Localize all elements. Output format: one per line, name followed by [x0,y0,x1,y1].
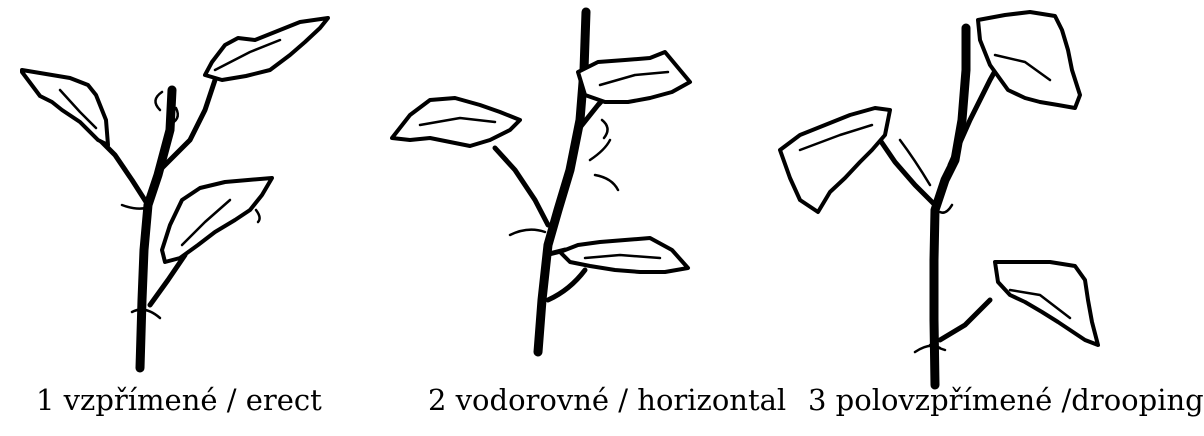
plant-drooping-drawing [778,10,1100,390]
caption-erect: 1 vzpřímené / erect [36,383,322,417]
caption-horizontal: 2 vodorovné / horizontal [428,383,787,417]
leaf-left-horizontal [390,96,522,148]
plant-erect-drawing [20,16,330,373]
leaf-upper-right-horizontal [576,50,692,104]
leaf-upper-left-erect [20,68,110,147]
plant-horizontal-drawing [390,7,692,357]
leaf-left-drooping [778,106,892,214]
leaf-top-right-drooping [976,10,1082,110]
stem-drooping [929,23,971,390]
leaf-top-right-erect [203,16,330,82]
leaf-bottom-right-drooping [993,260,1100,347]
caption-drooping: 3 polovzpřímené /drooping [808,383,1204,417]
leaf-attitude-figure: 1 vzpřímené / erect 2 vodorovné / horizo… [20,7,1204,417]
leaf-attitude-drawings [20,7,1100,390]
leaf-mid-right-erect [160,176,274,264]
stem-horizontal [533,7,591,357]
